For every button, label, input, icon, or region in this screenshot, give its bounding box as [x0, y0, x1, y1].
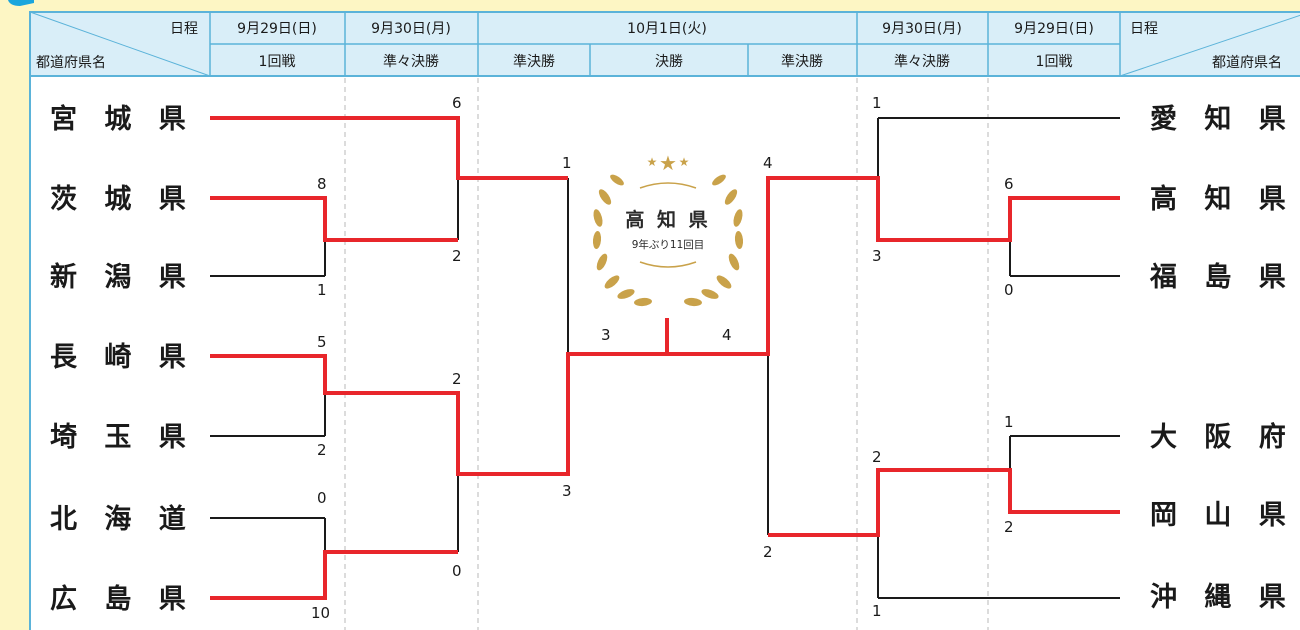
team-name: 岡 山 県 [1150, 500, 1295, 531]
score-label: 8 [317, 175, 327, 193]
scores: 8 1 5 2 0 10 6 2 2 0 1 3 3 4 4 2 1 3 2 1… [311, 94, 1014, 622]
team-name: 高 知 県 [1150, 183, 1295, 215]
score-label: 0 [317, 489, 327, 507]
left-winning-lines [210, 116, 667, 600]
left-round1-label: 1回戦 [259, 54, 296, 70]
left-quarterfinal-label: 準々決勝 [383, 54, 439, 70]
ornament-top-icon [639, 182, 697, 189]
svg-text:★: ★ [679, 155, 690, 169]
champion-emblem: ★ ★ ★ 高 知 県 9年ぶり11回目 [592, 151, 744, 308]
score-label: 0 [1004, 281, 1014, 299]
team-name: 茨 城 県 [50, 184, 195, 215]
final-label: 決勝 [655, 54, 683, 70]
right-team-names: 愛 知 県 高 知 県 福 島 県 大 阪 府 岡 山 県 沖 縄 県 [1149, 104, 1295, 613]
left-corner-diagonal [29, 11, 211, 77]
score-label: 3 [562, 482, 572, 500]
right-date-quarterfinal: 9月30日(月) [882, 21, 962, 37]
score-label: 3 [872, 247, 882, 265]
score-label: 2 [872, 448, 882, 466]
team-name: 新 潟 県 [50, 261, 195, 293]
laurel-wreath-icon [592, 174, 744, 307]
right-date-round1: 9月29日(日) [1014, 21, 1094, 37]
score-label: 5 [317, 333, 327, 351]
score-label: 6 [452, 94, 462, 112]
score-label: 4 [763, 154, 773, 172]
team-name: 長 崎 県 [50, 342, 195, 373]
score-label: 2 [452, 247, 462, 265]
score-label: 1 [872, 602, 882, 620]
score-label: 1 [317, 281, 327, 299]
team-name: 埼 玉 県 [50, 422, 195, 453]
left-losing-lines [210, 178, 569, 552]
column-guides [344, 78, 989, 630]
right-semifinal-label: 準決勝 [781, 54, 823, 70]
star-icons: ★ ★ ★ [647, 151, 690, 175]
left-schedule-label: 日程 [170, 21, 198, 37]
left-date-quarterfinal: 9月30日(月) [371, 21, 451, 37]
champion-name: 高 知 県 [625, 208, 710, 231]
right-winning-lines [665, 176, 1120, 537]
right-prefecture-label: 都道府県名 [1212, 55, 1282, 71]
left-prefecture-label: 都道府県名 [36, 55, 106, 71]
right-losing-lines [767, 117, 1120, 599]
team-name: 宮 城 県 [50, 103, 195, 135]
score-label: 1 [1004, 413, 1014, 431]
left-team-names: 宮 城 県 茨 城 県 新 潟 県 長 崎 県 埼 玉 県 北 海 道 広 島 … [50, 103, 195, 615]
team-name: 広 島 県 [50, 583, 195, 615]
score-label: 1 [562, 154, 572, 172]
team-name: 大 阪 府 [1150, 421, 1295, 453]
left-date-round1: 9月29日(日) [237, 21, 317, 37]
score-label: 1 [872, 94, 882, 112]
svg-text:★: ★ [647, 155, 658, 169]
svg-text:★: ★ [659, 151, 677, 175]
right-quarterfinal-label: 準々決勝 [894, 54, 950, 70]
score-label: 3 [601, 326, 611, 344]
score-label: 2 [452, 370, 462, 388]
score-label: 6 [1004, 175, 1014, 193]
ornament-bottom-icon [639, 261, 697, 268]
score-label: 0 [452, 562, 462, 580]
header-column-separators [209, 12, 1121, 76]
right-round1-label: 1回戦 [1036, 54, 1073, 70]
right-schedule-label: 日程 [1130, 21, 1158, 37]
corner-accent-mark [8, 0, 34, 6]
emblem-background [592, 156, 744, 308]
team-name: 北 海 道 [50, 503, 195, 535]
right-corner-diagonal [1119, 14, 1300, 77]
score-label: 2 [763, 543, 773, 561]
team-name: 福 島 県 [1149, 262, 1295, 293]
center-date: 10月1日(火) [627, 21, 707, 37]
champion-note: 9年ぶり11回目 [632, 238, 705, 251]
score-label: 4 [722, 326, 732, 344]
team-name: 沖 縄 県 [1150, 582, 1295, 613]
left-semifinal-label: 準決勝 [513, 54, 555, 70]
team-name: 愛 知 県 [1150, 104, 1295, 135]
score-label: 10 [311, 604, 330, 622]
score-label: 2 [317, 441, 327, 459]
score-label: 2 [1004, 518, 1014, 536]
